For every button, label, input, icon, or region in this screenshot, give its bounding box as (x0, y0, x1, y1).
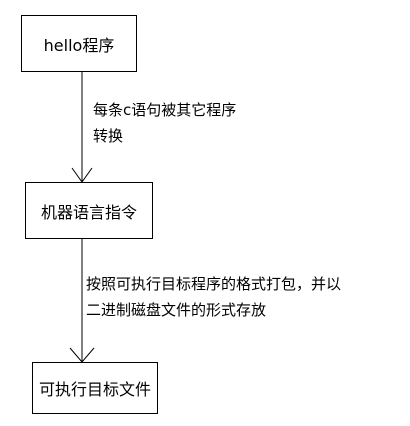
node-machine-instructions: 机器语言指令 (25, 182, 153, 239)
edge-label-line: 按照可执行目标程序的格式打包，并以 (86, 275, 342, 293)
node-hello-program: hello程序 (21, 15, 137, 72)
edge-label-hello-to-machine: 每条c语句被其它程序 转换 (93, 97, 236, 149)
node-hello-program-label: hello程序 (43, 35, 115, 55)
edge-label-line: 每条c语句被其它程序 (93, 101, 237, 119)
edge-label-machine-to-exec: 按照可执行目标程序的格式打包，并以 二进制磁盘文件的形式存放 (86, 271, 341, 323)
node-executable-object-file-label: 可执行目标文件 (38, 380, 151, 399)
arrow-hello-to-machine (71, 72, 93, 183)
edge-label-line: 二进制磁盘文件的形式存放 (86, 301, 267, 319)
edge-label-line: 转换 (93, 127, 124, 145)
node-executable-object-file: 可执行目标文件 (32, 362, 158, 414)
node-machine-instructions-label: 机器语言指令 (40, 202, 137, 222)
